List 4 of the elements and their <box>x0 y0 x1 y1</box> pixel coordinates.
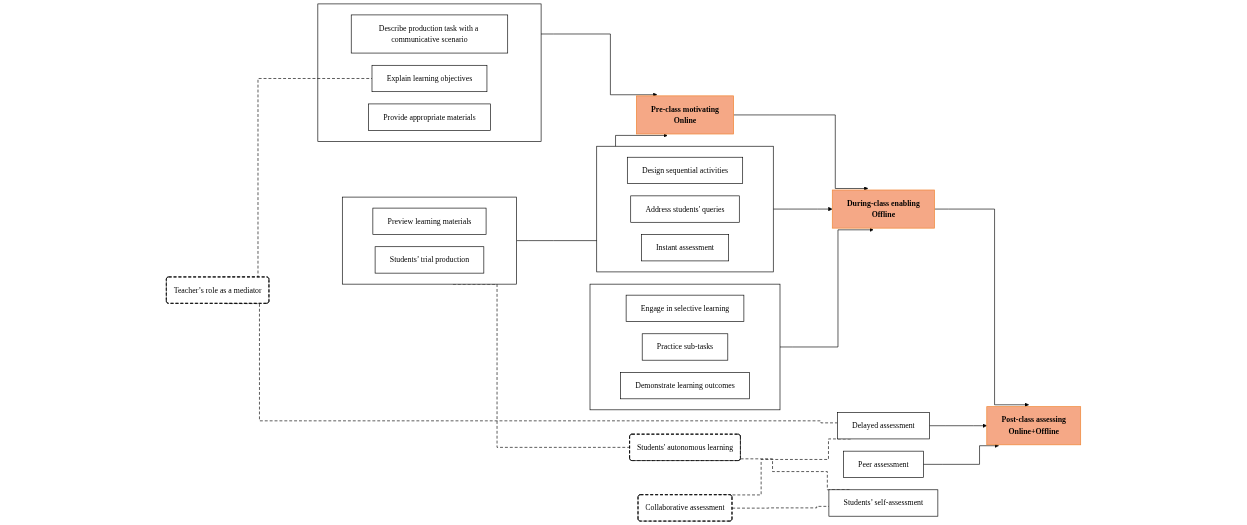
cluster <box>589 283 781 411</box>
cluster <box>317 3 542 142</box>
cluster <box>596 145 774 273</box>
cluster <box>342 196 517 285</box>
